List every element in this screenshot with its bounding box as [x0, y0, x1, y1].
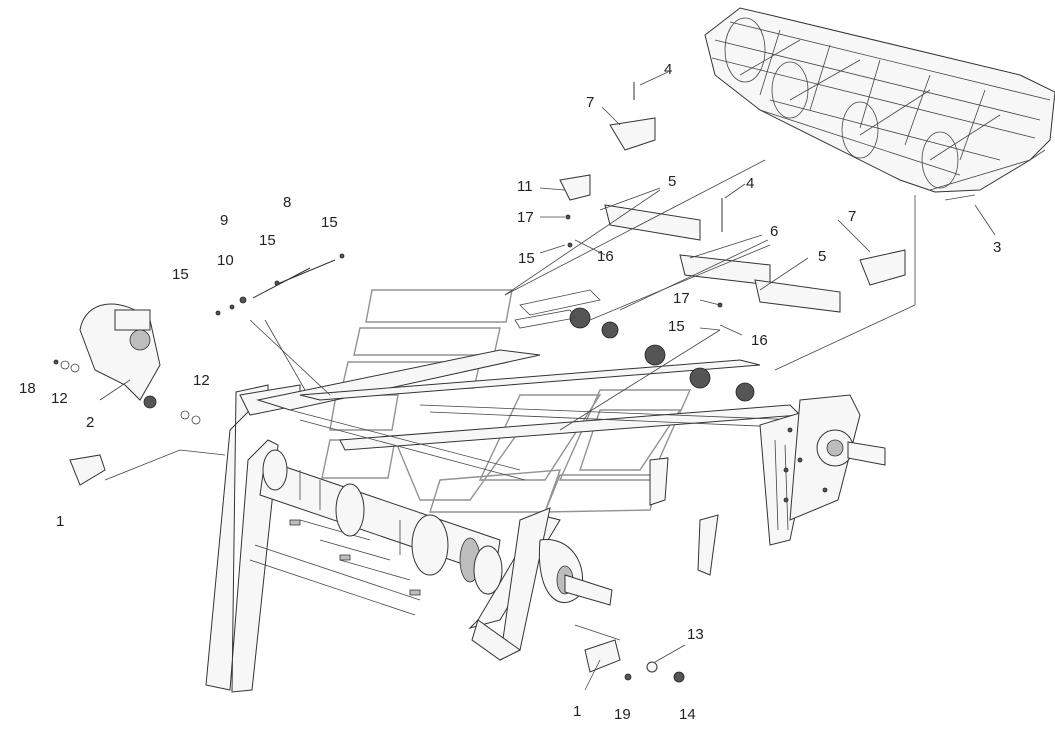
- callout-15-d: 15: [518, 250, 535, 267]
- bracket-part-1-right: [584, 639, 621, 673]
- support-arm: [697, 514, 719, 576]
- bolt-18: [53, 359, 59, 365]
- callout-7-right: 7: [848, 208, 856, 225]
- main-frame: [205, 349, 886, 693]
- callout-12-right: 12: [193, 372, 210, 389]
- callout-2: 2: [86, 414, 94, 431]
- callout-15-e: 15: [668, 318, 685, 335]
- guard-part-5-left: [604, 204, 701, 241]
- callout-12-left: 12: [51, 390, 68, 407]
- gearbox-assembly: [79, 303, 161, 409]
- nut-17-a: [565, 214, 571, 220]
- auger-shaft: [259, 449, 613, 606]
- nut-14: [673, 671, 685, 683]
- callout-4-top: 4: [664, 61, 672, 78]
- callout-7-top: 7: [586, 94, 594, 111]
- callout-labels: 1 1 2 3 4 4 5 5 6 7 7 8 9 10 11 12 12 13…: [19, 61, 1001, 723]
- callout-17-b: 17: [673, 290, 690, 307]
- callout-1-left: 1: [56, 513, 64, 530]
- cover-part-7-right: [859, 249, 906, 286]
- reel-cage: [704, 7, 1055, 201]
- washer-10: [239, 296, 247, 304]
- callout-8: 8: [283, 194, 291, 211]
- bolt-19: [624, 673, 632, 681]
- washer-15-b: [229, 304, 235, 310]
- clamp-part-11: [559, 174, 591, 201]
- hook-bracket: [649, 457, 669, 506]
- washer-15-e: [567, 242, 573, 248]
- callout-16-a: 16: [597, 248, 614, 265]
- callout-19: 19: [614, 706, 631, 723]
- washer-12-a: [60, 360, 70, 370]
- washer-13: [646, 661, 658, 673]
- bracket-part-1-left: [69, 454, 106, 486]
- callout-16-b: 16: [751, 332, 768, 349]
- callout-15-c: 15: [321, 214, 338, 231]
- callout-3: 3: [993, 239, 1001, 256]
- watermark-logo: [321, 289, 692, 513]
- callout-14: 14: [679, 706, 696, 723]
- sprocket-set: [514, 289, 755, 402]
- callout-9: 9: [220, 212, 228, 229]
- callout-5-left: 5: [668, 173, 676, 190]
- washer-12-c: [180, 410, 190, 420]
- callout-17-a: 17: [517, 209, 534, 226]
- callout-1-right: 1: [573, 703, 581, 720]
- callout-5-right: 5: [818, 248, 826, 265]
- washer-15-c: [274, 280, 280, 286]
- rod-8: [274, 259, 336, 286]
- cover-part-7-top: [609, 117, 656, 151]
- callout-11: 11: [517, 178, 533, 195]
- callout-13: 13: [687, 626, 704, 643]
- callout-15-b: 15: [259, 232, 276, 249]
- callout-18: 18: [19, 380, 36, 397]
- leader-lines: [99, 71, 996, 691]
- rod-9: [252, 267, 311, 299]
- callout-10: 10: [217, 252, 234, 269]
- washer-15-a: [215, 310, 221, 316]
- guard-part-5-right: [754, 279, 841, 313]
- callout-4-right: 4: [746, 175, 754, 192]
- washer-15-d: [339, 253, 345, 259]
- washer-12-d: [191, 415, 201, 425]
- callout-15-a: 15: [172, 266, 189, 283]
- washer-12-b: [70, 363, 80, 373]
- callout-6: 6: [770, 223, 778, 240]
